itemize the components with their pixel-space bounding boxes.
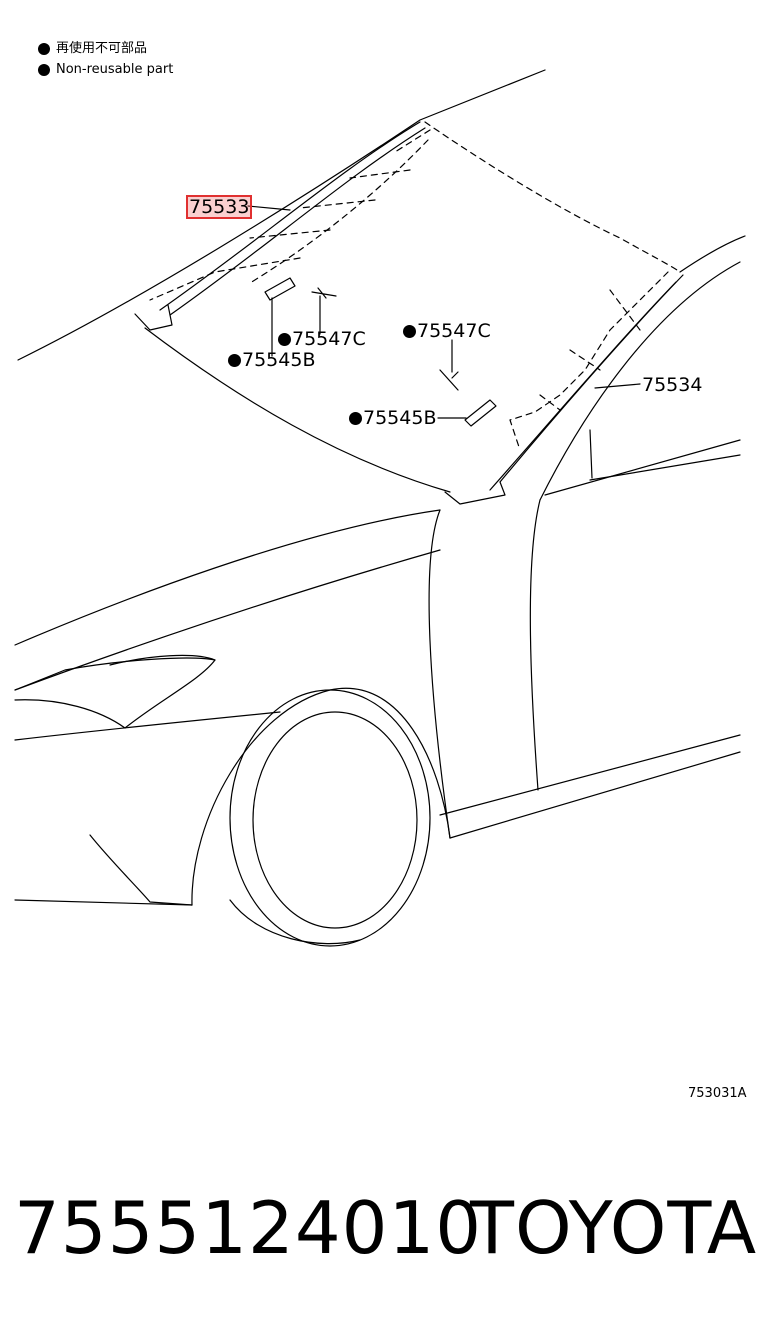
- callout-75533[interactable]: 75533: [186, 195, 253, 219]
- bumper-lower: [89, 834, 193, 906]
- windshield-bottom-edge: [144, 327, 451, 493]
- bullet-dot-icon: [38, 63, 50, 76]
- callout-75533-label: 75533: [189, 196, 250, 218]
- callout-75545b-right[interactable]: 75545B: [349, 407, 436, 429]
- body-side-line: [439, 734, 741, 816]
- windshield-top-dashed: [424, 121, 681, 273]
- callout-75545b-left-label: 75545B: [242, 349, 316, 371]
- fender-line: [428, 509, 451, 839]
- tire-inner: [252, 711, 418, 929]
- legend-item-english: Non-reusable part: [38, 59, 173, 80]
- tire-bottom: [229, 899, 361, 945]
- diagram-code: 753031A: [688, 1086, 747, 1101]
- leader-75534: [594, 383, 641, 389]
- legend: 再使用不可部品 Non-reusable part: [38, 38, 173, 80]
- non-reusable-dot-icon: [403, 325, 416, 338]
- door-window-line-2: [589, 454, 741, 481]
- clip-75545b-right: [464, 399, 497, 427]
- a-pillar-line: [539, 261, 741, 501]
- wheel-arch: [191, 687, 451, 906]
- footer-part-number: 7555124010: [14, 1186, 483, 1270]
- molding-75533-corner: [134, 304, 173, 331]
- legend-label-japanese: 再使用不可部品: [56, 41, 148, 56]
- windshield-left-dashed: [149, 129, 431, 301]
- clip-75547c-right: [439, 369, 459, 391]
- footer-brand: TOYOTA: [470, 1186, 758, 1270]
- tire-outer: [229, 689, 431, 947]
- callout-75547c-right[interactable]: 75547C: [403, 320, 491, 342]
- molding-75533-inner: [169, 127, 426, 316]
- bullet-dot-icon: [38, 42, 50, 55]
- molding-75534-inner: [489, 281, 677, 491]
- molding-75533-outer: [159, 121, 421, 311]
- right-glass-dashed-2: [539, 289, 641, 411]
- rocker-line: [449, 751, 741, 839]
- callout-75547c-left-label: 75547C: [292, 328, 366, 350]
- right-glass-dashed: [509, 271, 669, 451]
- legend-label-english: Non-reusable part: [56, 62, 174, 77]
- hood-crease: [14, 549, 441, 691]
- headlamp: [14, 657, 216, 729]
- callout-75534[interactable]: 75534: [642, 374, 702, 396]
- molding-75534-corner: [444, 481, 506, 505]
- front-bumper: [14, 711, 281, 741]
- clip-75545b-left: [264, 277, 296, 301]
- non-reusable-dot-icon: [228, 354, 241, 367]
- non-reusable-dot-icon: [349, 412, 362, 425]
- door-vertical: [589, 429, 593, 479]
- callout-75547c-right-label: 75547C: [417, 320, 491, 342]
- clip-75547c-left: [311, 287, 337, 299]
- hood-line: [14, 509, 441, 646]
- windshield-mid-dashed: [249, 139, 429, 284]
- roof-line: [17, 69, 546, 361]
- callout-75545b-right-label: 75545B: [363, 407, 437, 429]
- callout-75545b-left[interactable]: 75545B: [228, 349, 315, 371]
- door-window-line: [544, 439, 741, 496]
- callout-75534-label: 75534: [642, 374, 703, 396]
- door-front-edge: [529, 499, 541, 791]
- bumper-line: [14, 899, 193, 906]
- legend-item-japanese: 再使用不可部品: [38, 38, 173, 59]
- non-reusable-dot-icon: [278, 333, 291, 346]
- headlamp-inner: [109, 654, 216, 666]
- leader-75533: [247, 205, 291, 211]
- callout-75547c-left[interactable]: 75547C: [278, 328, 366, 350]
- a-pillar-outer: [679, 235, 746, 273]
